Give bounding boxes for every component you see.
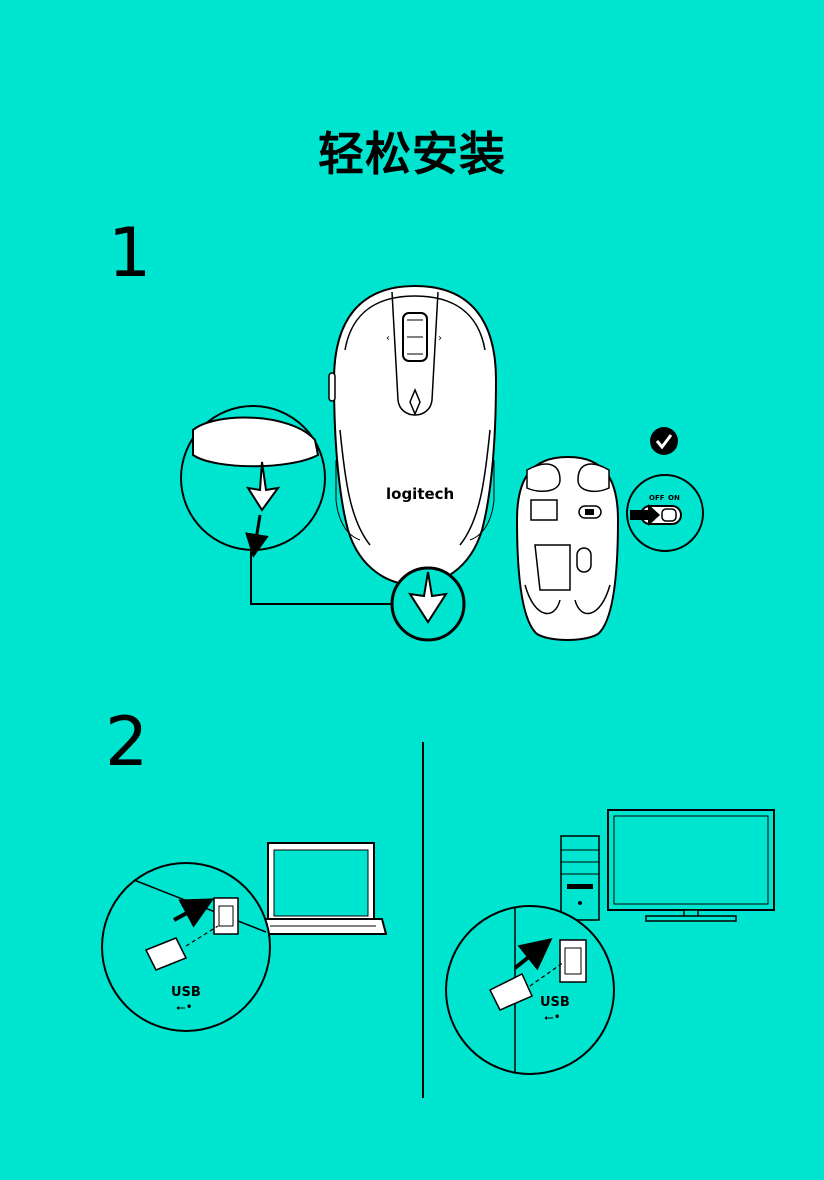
laptop-usb-zoom: USB ⭠• bbox=[101, 862, 271, 1032]
usb-label-laptop: USB bbox=[171, 985, 201, 1000]
usb-icon: ⭠• bbox=[544, 1010, 561, 1024]
step-number-2: 2 bbox=[105, 703, 149, 782]
switch-on-label: ON bbox=[668, 494, 680, 502]
check-icon bbox=[650, 427, 678, 455]
desktop-illustration bbox=[560, 809, 775, 922]
mouse-bottom-view bbox=[515, 455, 620, 641]
switch-off-label: OFF bbox=[649, 494, 665, 502]
page-title: 轻松安装 bbox=[318, 127, 506, 181]
laptop-illustration bbox=[256, 842, 388, 935]
usb-label-desktop: USB bbox=[540, 995, 570, 1010]
battery-tab-zoom bbox=[180, 405, 326, 558]
mouse-top-view: ‹ › logitech bbox=[328, 284, 498, 587]
svg-text:‹: ‹ bbox=[386, 333, 390, 344]
pull-tab-zoom bbox=[390, 566, 466, 642]
power-switch-zoom: OFF ON bbox=[626, 474, 704, 552]
svg-text:›: › bbox=[438, 333, 442, 344]
connector-line bbox=[250, 548, 395, 605]
mouse-logo: logitech bbox=[386, 485, 454, 503]
desktop-usb-zoom: USB ⭠• bbox=[445, 905, 615, 1075]
usb-icon: ⭠• bbox=[176, 1000, 193, 1014]
step-number-1: 1 bbox=[108, 214, 152, 293]
